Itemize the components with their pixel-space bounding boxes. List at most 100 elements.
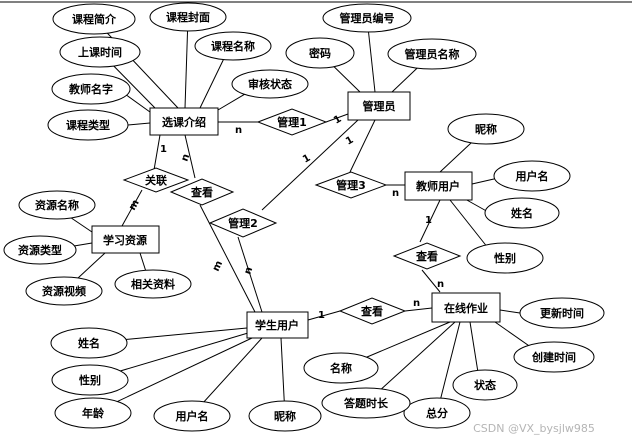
card-course-relate: 1 [160, 144, 167, 155]
attr-total-score-label: 总分 [426, 406, 448, 420]
entity-course-intro: 选课介绍 [149, 107, 219, 136]
attr-student-gender: 性别 [51, 364, 129, 396]
card-student-view: m [211, 259, 225, 273]
entity-admin: 管理员 [347, 91, 411, 121]
attr-resource-name-label: 资源名称 [35, 198, 79, 212]
attr-teacher-gender-label: 性别 [494, 251, 516, 265]
attr-course-type: 课程类型 [47, 109, 129, 141]
attr-admin-id: 管理员编号 [322, 3, 412, 33]
attr-student-nickname: 昵称 [248, 400, 322, 432]
attr-create-time-label: 创建时间 [531, 350, 576, 364]
card-homework-view-teacher: n [437, 279, 444, 290]
attr-teacher-nickname: 昵称 [447, 113, 525, 145]
entity-online-homework-label: 在线作业 [444, 301, 488, 315]
entity-online-homework: 在线作业 [431, 292, 501, 323]
attr-student-age: 年龄 [54, 397, 132, 429]
attr-teacher-fullname-label: 姓名 [511, 206, 533, 220]
attr-course-name-label: 课程名称 [211, 39, 255, 53]
attr-course-name: 课程名称 [194, 31, 272, 61]
relationship-view-course: 查看 [169, 178, 235, 206]
entity-teacher-user-label: 教师用户 [415, 179, 460, 193]
entity-learning-resource: 学习资源 [91, 225, 160, 254]
attr-student-username: 用户名 [153, 400, 231, 432]
attr-create-time: 创建时间 [513, 341, 595, 373]
attr-teacher-name-label: 教师名字 [68, 82, 113, 96]
attr-answer-duration-label: 答题时长 [344, 396, 389, 410]
relationship-manage3: 管理3 [314, 171, 388, 199]
card-student-view-homework: 1 [318, 310, 325, 321]
attr-review-status: 审核状态 [231, 69, 309, 99]
attr-student-name: 姓名 [50, 327, 128, 359]
relationship-relate: 关联 [122, 167, 190, 193]
card-course-manage1: n [235, 125, 242, 136]
card-student-manage2: n [242, 266, 255, 276]
attr-review-status-label: 审核状态 [248, 77, 292, 91]
attr-course-summary: 课程简介 [52, 3, 136, 35]
attr-admin-name-label: 管理员名称 [405, 47, 460, 61]
attr-answer-duration: 答题时长 [321, 387, 411, 419]
attr-password-label: 密码 [309, 46, 331, 60]
attr-course-cover-label: 课程封面 [166, 10, 210, 24]
attr-student-username-label: 用户名 [176, 409, 209, 423]
attr-related-material-label: 相关资料 [131, 277, 175, 291]
card-course-view: n [179, 153, 192, 163]
attr-teacher-gender: 性别 [466, 242, 544, 274]
relationship-view-homework-student: 查看 [338, 297, 407, 325]
relationship-manage2-label: 管理2 [228, 216, 258, 230]
attr-admin-id-label: 管理员编号 [340, 11, 395, 25]
attr-student-nickname-label: 昵称 [274, 409, 296, 423]
relationship-view-homework-student-label: 查看 [361, 304, 383, 318]
relationship-relate-label: 关联 [145, 173, 167, 187]
attr-resource-video: 资源视频 [25, 276, 103, 306]
attr-password: 密码 [285, 37, 355, 69]
entity-admin-label: 管理员 [363, 99, 396, 113]
card-resource-relate: m [127, 198, 142, 213]
attr-homework-name: 名称 [303, 352, 379, 384]
entity-student-user: 学生用户 [246, 311, 309, 339]
attr-status-label: 状态 [474, 378, 496, 392]
attr-class-time: 上课时间 [59, 36, 141, 68]
attr-total-score: 总分 [403, 397, 471, 429]
attr-resource-type: 资源类型 [3, 235, 77, 265]
attr-teacher-name: 教师名字 [51, 73, 131, 105]
card-teacher-manage3: n [392, 188, 399, 199]
relationship-manage1-label: 管理1 [277, 115, 307, 129]
attr-update-time: 更新时间 [519, 297, 605, 329]
card-admin-manage1: 1 [332, 114, 344, 127]
attr-resource-type-label: 资源类型 [18, 243, 62, 257]
attr-course-cover: 课程封面 [149, 2, 227, 32]
entity-learning-resource-label: 学习资源 [103, 233, 147, 247]
attr-teacher-fullname: 姓名 [484, 197, 560, 229]
relationship-view-homework-teacher-label: 查看 [416, 249, 438, 263]
attr-student-age-label: 年龄 [82, 406, 105, 420]
attr-teacher-nickname-label: 昵称 [475, 122, 497, 136]
attr-update-time-label: 更新时间 [540, 306, 584, 320]
attr-resource-name: 资源名称 [18, 190, 96, 220]
attr-teacher-username: 用户名 [493, 160, 571, 192]
attr-teacher-username-label: 用户名 [516, 169, 549, 183]
attr-resource-video-label: 资源视频 [42, 284, 86, 298]
attr-homework-name-label: 名称 [330, 361, 352, 375]
card-admin-manage2: 1 [301, 153, 313, 166]
attr-admin-name: 管理员名称 [387, 38, 477, 70]
entity-teacher-user: 教师用户 [404, 171, 473, 201]
relationship-manage1: 管理1 [256, 108, 328, 136]
attr-student-name-label: 姓名 [78, 336, 100, 350]
attr-student-gender-label: 性别 [79, 373, 101, 387]
relationship-view-course-label: 查看 [191, 185, 213, 199]
card-homework-view-student: n [413, 298, 420, 309]
entity-course-intro-label: 选课介绍 [162, 115, 206, 129]
card-teacher-view-homework: 1 [425, 215, 432, 226]
attr-status: 状态 [452, 369, 518, 401]
relationship-manage2: 管理2 [208, 208, 278, 238]
card-admin-manage3: 1 [344, 135, 356, 148]
attr-course-summary-label: 课程简介 [72, 12, 117, 26]
attr-related-material: 相关资料 [114, 269, 192, 299]
attr-course-type-label: 课程类型 [66, 118, 110, 132]
watermark: CSDN @VX_bysjlw985 [473, 422, 595, 435]
entity-student-user-label: 学生用户 [255, 318, 299, 332]
relationship-manage3-label: 管理3 [336, 178, 366, 192]
attr-class-time-label: 上课时间 [78, 45, 122, 59]
relationship-view-homework-teacher: 查看 [392, 242, 462, 270]
